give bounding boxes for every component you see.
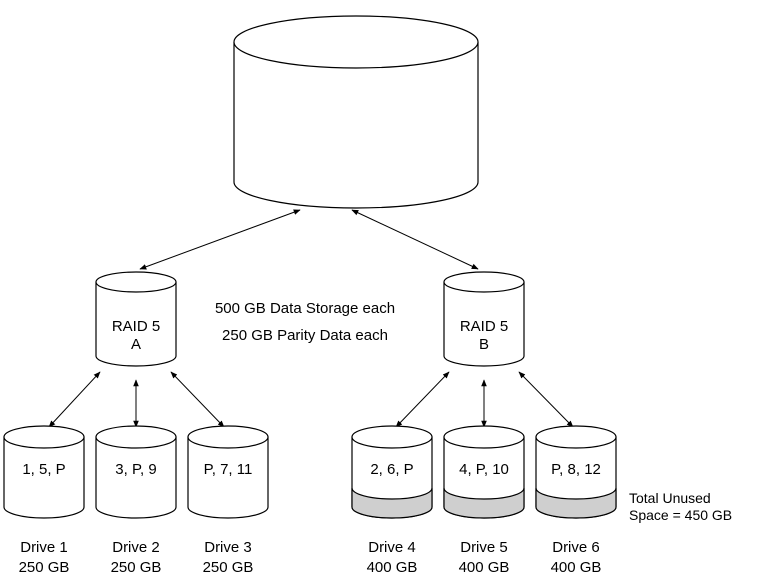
arrow-raid-b-to-drive-6 (518, 371, 574, 428)
raid-b-cylinder: RAID 5 B (443, 271, 525, 367)
raid-b-label: RAID 5 (460, 318, 508, 335)
combined-storage-cylinder (233, 15, 479, 209)
drive-5-cylinder: 4, P, 10 Drive 5 400 GB (443, 425, 525, 576)
drive-2-name: Drive 2 (112, 539, 160, 556)
drive-6-unused-space (535, 487, 617, 519)
drive-4-blocks: 2, 6, P (370, 461, 413, 478)
drive-5-blocks: 4, P, 10 (459, 461, 509, 478)
drive-1-name: Drive 1 (20, 539, 68, 556)
drive-3-name: Drive 3 (204, 539, 252, 556)
storage-note: 500 GB Data Storage each (215, 300, 395, 317)
drive-6-cylinder: P, 8, 12 Drive 6 400 GB (535, 425, 617, 576)
raid-a-label: RAID 5 (112, 318, 160, 335)
drive-4-cylinder: 2, 6, P Drive 4 400 GB (351, 425, 433, 576)
drive-2-size: 250 GB (111, 559, 162, 576)
drive-3-cylinder: P, 7, 11 Drive 3 250 GB (187, 425, 269, 576)
raid-b-sublabel: B (479, 336, 489, 353)
raid-a-cylinder: RAID 5 A (95, 271, 177, 367)
arrow-raid-b-to-drive-4 (395, 371, 450, 428)
drive-5-size: 400 GB (459, 559, 510, 576)
drive-5-name: Drive 5 (460, 539, 508, 556)
drive-1-cylinder: 1, 5, P Drive 1 250 GB (3, 425, 85, 576)
drive-4-unused-space (351, 487, 433, 519)
drive-5-unused-space (443, 487, 525, 519)
drive-3-size: 250 GB (203, 559, 254, 576)
drive-row: 1, 5, P Drive 1 250 GB 3, P, 9 Drive 2 250 GB… (3, 425, 617, 576)
raid-a-sublabel: A (131, 336, 141, 353)
arrow-top-to-raid-b (351, 209, 479, 270)
drive-6-size: 400 GB (551, 559, 602, 576)
unused-note-line-1: Total Unused (629, 490, 711, 506)
drive-3-blocks: P, 7, 11 (204, 461, 253, 478)
drive-2-cylinder: 3, P, 9 Drive 2 250 GB (95, 425, 177, 576)
unused-note-line-2: Space = 450 GB (629, 507, 732, 523)
drive-6-blocks: P, 8, 12 (551, 461, 601, 478)
drive-4-size: 400 GB (367, 559, 418, 576)
drive-4-name: Drive 4 (368, 539, 416, 556)
arrow-raid-a-to-drive-3 (170, 371, 225, 428)
drive-6-name: Drive 6 (552, 539, 600, 556)
drive-1-size: 250 GB (19, 559, 70, 576)
arrow-raid-a-to-drive-1 (48, 371, 101, 428)
arrow-top-to-raid-a (139, 209, 301, 270)
drive-1-blocks: 1, 5, P (22, 461, 65, 478)
drive-2-blocks: 3, P, 9 (115, 461, 156, 478)
parity-note: 250 GB Parity Data each (222, 327, 388, 344)
